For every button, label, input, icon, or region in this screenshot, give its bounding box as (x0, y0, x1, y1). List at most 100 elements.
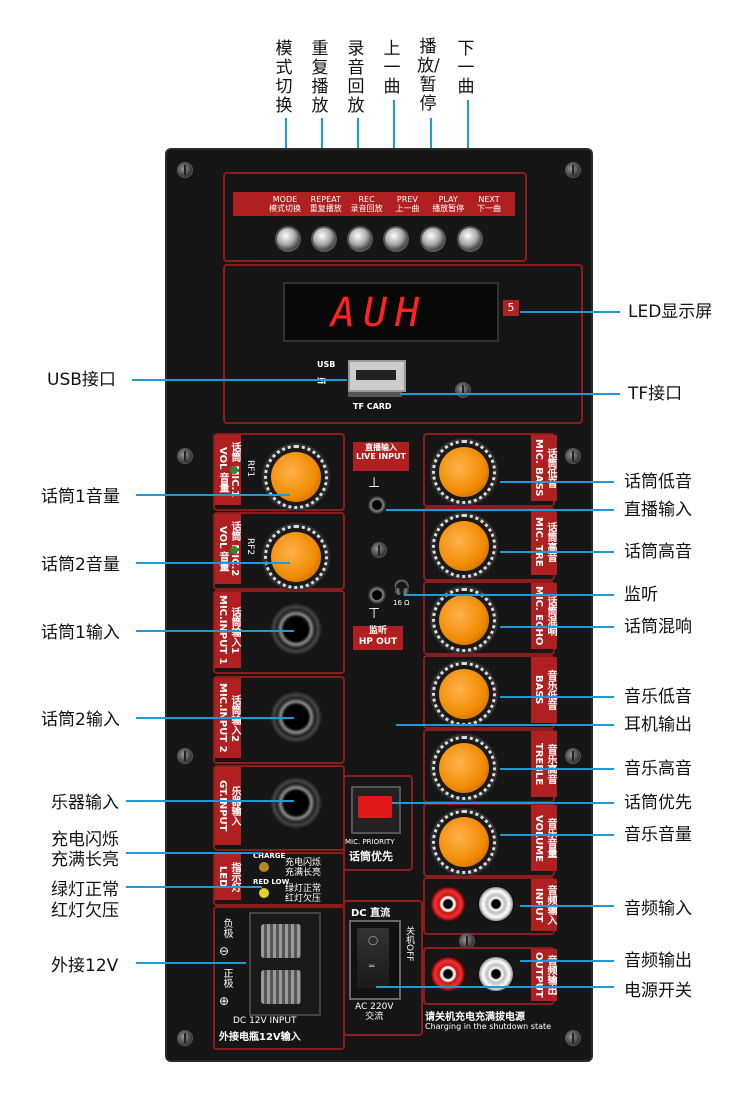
screw-icon (565, 1030, 581, 1046)
redlow-led (259, 888, 269, 898)
dc-terminal-block[interactable] (249, 912, 321, 1016)
callout-charge-flash: 充电闪烁 (51, 830, 119, 850)
callout-mic-echo: 话筒混响 (624, 617, 692, 637)
leader-line (376, 986, 614, 988)
screw-icon (177, 448, 193, 464)
btn-prev-en: PREV (396, 195, 418, 204)
prev-button[interactable] (383, 226, 409, 252)
live-input-tab: 直播输入 LIVE INPUT (353, 442, 409, 471)
rf2-label: RF2 (245, 538, 255, 556)
mic-bass-knob[interactable] (432, 440, 496, 504)
power-off-icon: ═ (369, 962, 375, 972)
callout-external-12v: 外接12V (51, 956, 119, 976)
label-repeat-play: 重复播放 (311, 39, 329, 116)
btn-prev-cn: 上一曲 (395, 204, 420, 213)
mic-echo-knob[interactable] (432, 588, 496, 652)
callout-mic1-volume: 话筒1音量 (41, 487, 120, 507)
hp-out-cn: 监听 (368, 626, 387, 636)
mic-echo-tab: 话筒混响 MIC. ECHO (531, 583, 557, 649)
mode-button[interactable] (275, 226, 301, 252)
mic2-volume-knob[interactable] (264, 525, 328, 589)
callout-audio-output: 音频输出 (624, 951, 692, 971)
audio-output-white-jack[interactable] (479, 957, 513, 991)
callout-live-input: 直播输入 (624, 500, 692, 520)
callout-usb: USB接口 (47, 370, 116, 390)
callout-led-display: LED显示屏 (628, 302, 713, 322)
audio-input-white-jack[interactable] (479, 887, 513, 921)
btn-play-cn: 播放暂停 (432, 204, 465, 213)
leader-line (520, 960, 614, 962)
power-off-label: 关机OFF (404, 926, 414, 962)
callout-mic-priority: 话筒优先 (624, 793, 692, 813)
callout-music-volume: 音乐音量 (624, 825, 692, 845)
live-input-en: LIVE INPUT (355, 452, 406, 461)
callout-music-bass: 音乐低音 (624, 687, 692, 707)
mic-treble-knob[interactable] (432, 514, 496, 578)
rec-button[interactable] (347, 226, 373, 252)
callout-charge-full: 充满长亮 (51, 850, 119, 870)
btn-rec-cn: 录音回放 (350, 204, 383, 213)
mic-priority-switch[interactable] (351, 786, 401, 834)
guitar-input-tab: 乐器输入 GT.INPUT (215, 767, 241, 845)
leader-line (500, 834, 614, 836)
mic1-volume-knob[interactable] (264, 445, 328, 509)
play-pause-button[interactable] (420, 226, 446, 252)
mic1-input-jack[interactable] (269, 602, 323, 656)
headphone-icon: 🎧 (393, 580, 411, 596)
callout-music-treble: 音乐高音 (624, 759, 692, 779)
callout-tf-card: TF接口 (628, 384, 683, 404)
dc-input-cn: 外接电瓶12V输入 (219, 1032, 301, 1043)
mic-priority-cn: 话筒优先 (349, 850, 393, 863)
live-input-jack[interactable] (368, 496, 386, 514)
music-bass-knob[interactable] (432, 662, 496, 726)
screw-icon (565, 448, 581, 464)
tf-card-label: TF CARD (353, 402, 392, 411)
btn-rec-en: REC (358, 195, 375, 204)
leader-line (136, 962, 246, 964)
callout-headphone-out: 耳机输出 (624, 715, 692, 735)
usb-port[interactable] (348, 360, 406, 392)
btn-play-en: PLAY (438, 195, 458, 204)
leader-line (136, 562, 290, 564)
label-record-playback: 录音回放 (347, 39, 365, 116)
power-switch[interactable]: ◯ ═ (349, 920, 401, 1000)
led-display: AUH (283, 282, 499, 342)
leader-line (126, 852, 262, 854)
usb-label: USB (317, 360, 336, 369)
callout-guitar-input: 乐器输入 (51, 793, 119, 813)
leader-line (404, 594, 614, 596)
callout-mic-treble: 话筒高音 (624, 542, 692, 562)
callout-green-normal: 绿灯正常 (51, 880, 119, 900)
mic-bass-tab: 话筒低音 MIC. BASS (531, 435, 557, 501)
leader-line (126, 800, 294, 802)
screw-icon (177, 162, 193, 178)
tf-card-slot[interactable] (348, 392, 402, 397)
mic1-input-section (213, 590, 345, 674)
leader-line (386, 509, 614, 511)
audio-output-red-jack[interactable] (431, 957, 465, 991)
power-on-icon: ◯ (368, 936, 379, 946)
button-label-strip (233, 192, 515, 216)
leader-line (396, 724, 614, 726)
screw-icon (459, 933, 475, 949)
audio-input-red-jack[interactable] (431, 887, 465, 921)
hp-out-jack[interactable] (368, 586, 386, 604)
next-button[interactable] (457, 226, 483, 252)
hp-out-icon: ⊤ (368, 606, 381, 622)
btn-next-cn: 下一曲 (476, 204, 501, 213)
music-treble-knob[interactable] (432, 736, 496, 800)
mic-treble-tab: 话筒高音 MIC. TRE (531, 509, 557, 575)
live-input-cn: 直播输入 (365, 443, 397, 452)
guitar-input-jack[interactable] (269, 776, 323, 830)
shutdown-note-cn: 请关机充电充满拔电源 (425, 1012, 525, 1023)
leader-line (132, 379, 347, 381)
mic2-input-section (213, 676, 345, 764)
music-volume-knob[interactable] (432, 810, 496, 874)
repeat-button[interactable] (311, 226, 337, 252)
label-play-pause: 播放/暂停 (417, 37, 440, 114)
usb-icon: ⭾ (317, 374, 327, 388)
led-display-text: AUH (331, 290, 428, 336)
hp-ohm-label: 16 Ω (393, 599, 410, 607)
